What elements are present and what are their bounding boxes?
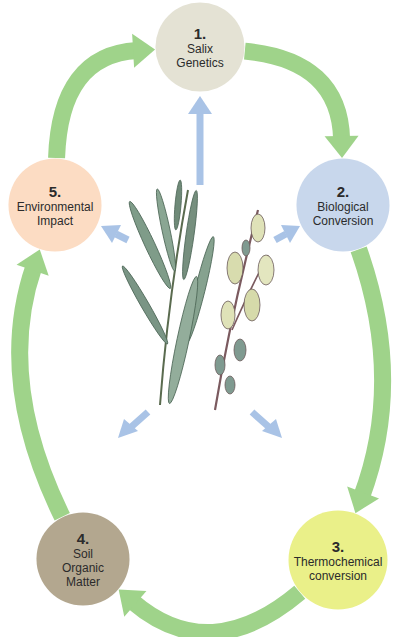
- topic-circle: 1.Salix Genetics: [155, 2, 245, 92]
- catkin: [244, 289, 260, 321]
- arrow-head: [17, 249, 49, 275]
- leaf: [180, 190, 200, 280]
- cycle-arrow: [347, 249, 382, 513]
- cycle-arrow: [119, 590, 300, 633]
- catkin: [251, 214, 265, 242]
- step-number: 1.: [194, 25, 207, 42]
- cycle-band: [132, 592, 299, 632]
- arrow-head: [347, 487, 379, 514]
- pointer-arrow: [130, 412, 148, 428]
- step-label: Thermochemical conversion: [292, 555, 384, 583]
- circle-fill: [36, 512, 129, 605]
- step-label: Salix Genetics: [165, 42, 235, 70]
- pointer-arrow: [197, 112, 204, 185]
- leaf: [242, 240, 250, 256]
- topic-circle: 4.Soil Organic Matter: [36, 512, 130, 606]
- pointer-arrow: [275, 234, 286, 240]
- catkin: [258, 255, 274, 285]
- cycle-arrow: [17, 249, 63, 516]
- step-label: Biological Conversion: [301, 200, 385, 228]
- arrow-head: [325, 136, 359, 158]
- arrow-head: [101, 225, 121, 243]
- leaf: [164, 275, 203, 405]
- cycle-band: [245, 51, 342, 140]
- catkin: [227, 252, 243, 284]
- catkin-branch: [215, 210, 274, 410]
- leaf: [225, 376, 235, 394]
- topic-circle: 2.Biological Conversion: [296, 158, 390, 252]
- arrow-head: [188, 96, 212, 114]
- circle-fill: [296, 158, 389, 251]
- step-number: 4.: [77, 530, 90, 547]
- cycle-band: [20, 266, 63, 516]
- pointer-arrow: [116, 234, 128, 240]
- cycle-arrow: [245, 51, 359, 158]
- cycle-band: [57, 51, 138, 158]
- step-number: 5.: [49, 183, 62, 200]
- blue-arrows: [101, 96, 300, 438]
- arrow-head: [118, 419, 138, 438]
- pointer-arrow: [252, 412, 270, 428]
- catkin: [221, 301, 235, 329]
- arrow-head: [119, 590, 147, 617]
- leaf: [119, 264, 171, 346]
- circle-fill: [155, 2, 244, 91]
- topic-circle: 5.Environmental Impact: [8, 158, 102, 252]
- willow-leaves: [119, 180, 218, 405]
- step-number: 2.: [337, 183, 350, 200]
- arrow-head: [281, 225, 300, 243]
- circle-fill: [8, 158, 101, 251]
- leaf: [173, 180, 183, 230]
- step-number: 3.: [332, 538, 345, 555]
- cycle-arrow: [57, 34, 156, 158]
- step-label: Environmental Impact: [11, 200, 99, 228]
- cycle-band: [359, 249, 383, 496]
- arrow-head: [262, 419, 282, 438]
- leaf: [153, 188, 178, 272]
- circle-fill: [289, 511, 388, 610]
- arrow-head: [132, 34, 155, 68]
- leaf: [234, 339, 246, 361]
- leaf: [215, 355, 225, 375]
- step-label: Soil Organic Matter: [53, 547, 113, 589]
- topic-circle: 3.Thermochemical conversion: [288, 510, 388, 610]
